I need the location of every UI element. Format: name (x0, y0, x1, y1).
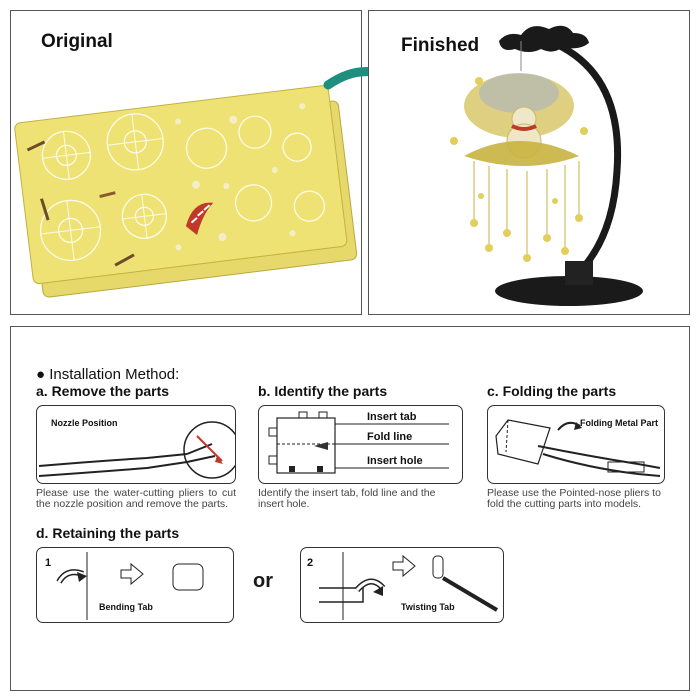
bending-step-number: 1 (45, 557, 51, 569)
installation-heading: ● Installation Method: (36, 366, 179, 383)
step-d-twisting-box: 2 Twisting Tab (300, 547, 504, 623)
step-a-box: Nozzle Position (36, 405, 236, 484)
step-b-desc: Identify the insert tab, fold line and t… (258, 487, 436, 510)
step-c-title: c. Folding the parts (487, 383, 617, 399)
step-d-title: d. Retaining the parts (36, 525, 180, 541)
step-b-title: b. Identify the parts (258, 383, 388, 399)
original-label: Original (41, 31, 113, 52)
finished-label: Finished (401, 35, 480, 56)
finished-model-image (450, 25, 643, 306)
step-d-bending-box: 1 Bending Tab (36, 547, 234, 623)
step-c-box: Folding Metal Part (487, 405, 665, 484)
step-a-desc: Please use the water-cutting pliers to c… (36, 487, 236, 510)
installation-panel (10, 326, 690, 691)
nozzle-position-label: Nozzle Position (51, 418, 118, 428)
twisting-tab-label: Twisting Tab (401, 602, 455, 612)
pliers-cut-illustration: Nozzle Position (38, 418, 235, 479)
step-c-desc: Please use the Pointed-nose pliers to fo… (487, 487, 661, 510)
bending-tab-label: Bending Tab (99, 602, 153, 612)
installation-heading-text: Installation Method: (49, 366, 180, 383)
insert-hole-label: Insert hole (367, 455, 423, 467)
finished-panel: Finished (368, 10, 690, 315)
folding-metal-part-label: Folding Metal Part (580, 418, 658, 428)
bullet-icon: ● (36, 366, 50, 383)
insert-tab-label: Insert tab (367, 411, 417, 423)
original-panel: Original (10, 10, 362, 315)
step-b-box: Insert tab Fold line Insert hole (258, 405, 463, 484)
bending-tab-illustration: 1 Bending Tab (45, 552, 204, 620)
fold-line-label: Fold line (367, 431, 412, 443)
step-a-title: a. Remove the parts (36, 383, 170, 399)
part-diagram-illustration: Insert tab Fold line Insert hole (268, 411, 449, 474)
or-label: or (253, 570, 273, 592)
folding-illustration: Folding Metal Part (495, 418, 661, 477)
brass-sheets-image (14, 85, 358, 298)
twisting-tab-illustration: 2 Twisting Tab (307, 552, 499, 620)
twisting-step-number: 2 (307, 557, 313, 569)
